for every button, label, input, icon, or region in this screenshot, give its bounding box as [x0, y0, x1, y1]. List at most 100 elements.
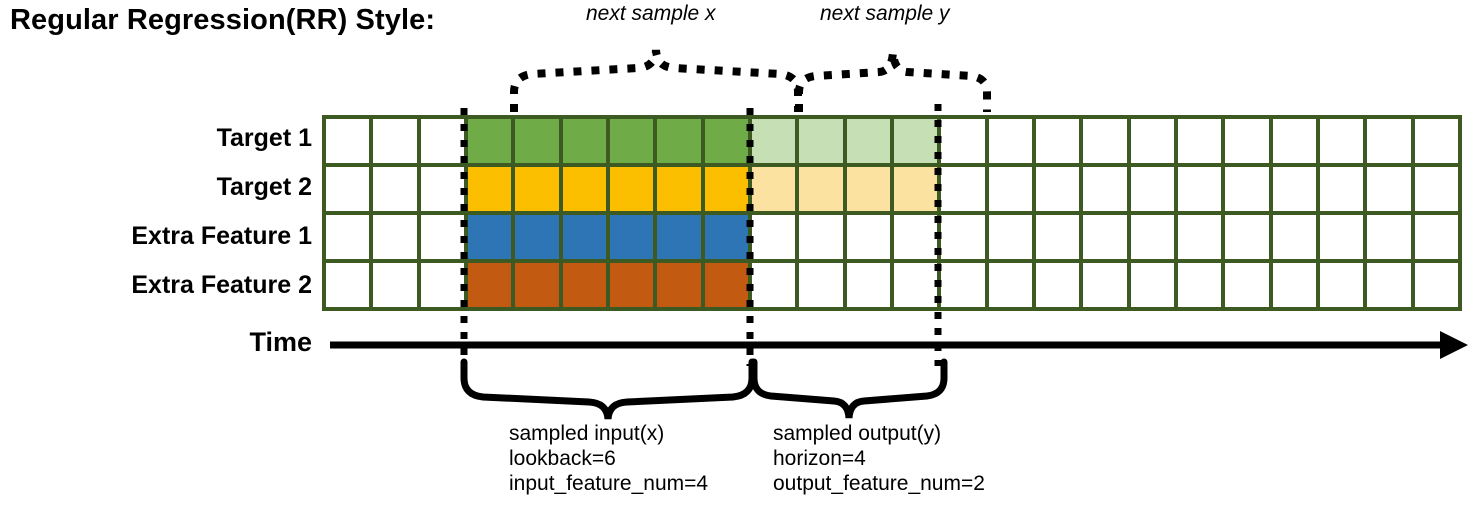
- grid-cell-r4-c16: [1035, 263, 1080, 307]
- grid-cell-r2-c23: [1367, 167, 1411, 211]
- grid-cell-r3-c12: [846, 215, 890, 259]
- grid-cell-r2-c10: [751, 167, 796, 211]
- grid-cell-r3-c14: [941, 215, 985, 259]
- grid-cell-r2-c12: [846, 167, 890, 211]
- row-label-extra-feature-1: Extra Feature 1: [131, 222, 312, 250]
- grid-cell-r3-c22: [1319, 215, 1364, 259]
- grid-cell-r1-c6: [562, 119, 606, 163]
- grid-cell-r4-c23: [1367, 263, 1411, 307]
- grid-cell-r4-c9: [704, 263, 748, 307]
- grid-cell-r2-c20: [1225, 167, 1269, 211]
- grid-cell-r3-c7: [609, 215, 654, 259]
- grid-cell-r2-c9: [704, 167, 748, 211]
- grid-cell-r3-c10: [751, 215, 796, 259]
- grid-cell-r2-c4: [467, 167, 512, 211]
- sampled-output-feature-num: output_feature_num=2: [773, 472, 985, 495]
- grid-cell-r4-c20: [1225, 263, 1269, 307]
- grid-cell-r4-c21: [1272, 263, 1316, 307]
- grid-cell-r2-c16: [1035, 167, 1080, 211]
- grid-cell-r1-c7: [609, 119, 654, 163]
- sampled-output-title: sampled output(y): [773, 422, 942, 445]
- grid-cell-r4-c3: [420, 263, 464, 307]
- grid-cell-r2-c19: [1177, 167, 1222, 211]
- row-label-target-2: Target 2: [216, 173, 312, 201]
- sampled-input-annotation: sampled input(x) lookback=6 input_featur…: [509, 421, 708, 496]
- timeline-grid: [322, 115, 1462, 311]
- grid-cell-r3-c3: [420, 215, 464, 259]
- grid-cell-r1-c23: [1367, 119, 1411, 163]
- sampled-output-horizon: horizon=4: [773, 447, 866, 470]
- grid-cell-r3-c24: [1414, 215, 1458, 259]
- grid-cell-r3-c5: [515, 215, 559, 259]
- grid-cell-r1-c18: [1130, 119, 1174, 163]
- grid-cell-r1-c17: [1083, 119, 1127, 163]
- sampled-output-annotation: sampled output(y) horizon=4 output_featu…: [773, 421, 985, 496]
- grid-cell-r3-c17: [1083, 215, 1127, 259]
- row-label-extra-feature-2: Extra Feature 2: [131, 271, 312, 299]
- grid-cell-r3-c16: [1035, 215, 1080, 259]
- grid-cell-r4-c14: [941, 263, 985, 307]
- grid-cell-r4-c2: [373, 263, 417, 307]
- grid-cell-r1-c15: [988, 119, 1032, 163]
- grid-cell-r1-c9: [704, 119, 748, 163]
- grid-cell-r4-c13: [893, 263, 938, 307]
- grid-cell-r2-c7: [609, 167, 654, 211]
- grid-cell-r3-c18: [1130, 215, 1174, 259]
- grid-cell-r1-c24: [1414, 119, 1458, 163]
- label-next-sample-y: next sample y: [820, 2, 950, 25]
- brace-sampled-input: [460, 358, 756, 420]
- grid-cell-r2-c1: [326, 167, 370, 211]
- grid-cell-r4-c24: [1414, 263, 1458, 307]
- grid-cell-r1-c19: [1177, 119, 1222, 163]
- grid-cell-r4-c1: [326, 263, 370, 307]
- grid-cell-r1-c4: [467, 119, 512, 163]
- grid-cell-r2-c13: [893, 167, 938, 211]
- grid-cell-r2-c24: [1414, 167, 1458, 211]
- grid-cell-r2-c15: [988, 167, 1032, 211]
- grid-cell-r1-c16: [1035, 119, 1080, 163]
- grid-cell-r3-c23: [1367, 215, 1411, 259]
- row-label-column: Target 1 Target 2 Extra Feature 1 Extra …: [0, 115, 312, 311]
- grid-cell-r1-c10: [751, 119, 796, 163]
- sampled-input-lookback: lookback=6: [509, 447, 616, 470]
- grid-cell-r3-c20: [1225, 215, 1269, 259]
- grid-cell-r1-c22: [1319, 119, 1364, 163]
- grid-cell-r4-c15: [988, 263, 1032, 307]
- grid-cell-r3-c19: [1177, 215, 1222, 259]
- guide-lines: [460, 104, 942, 366]
- grid-cell-r3-c4: [467, 215, 512, 259]
- page-title: Regular Regression(RR) Style:: [10, 4, 436, 36]
- grid-cell-r2-c2: [373, 167, 417, 211]
- sampled-input-feature-num: input_feature_num=4: [509, 472, 709, 495]
- grid-cell-r1-c21: [1272, 119, 1316, 163]
- grid-cell-r2-c17: [1083, 167, 1127, 211]
- grid-cell-r1-c3: [420, 119, 464, 163]
- grid-cell-r3-c9: [704, 215, 748, 259]
- grid-cell-r2-c6: [562, 167, 606, 211]
- time-axis-label: Time: [249, 327, 312, 357]
- grid-cell-r4-c17: [1083, 263, 1127, 307]
- grid-cell-r1-c1: [326, 119, 370, 163]
- grid-cell-r2-c5: [515, 167, 559, 211]
- grid-cell-r1-c2: [373, 119, 417, 163]
- grid-cell-r3-c1: [326, 215, 370, 259]
- grid-cell-r4-c11: [799, 263, 843, 307]
- grid-cell-r1-c11: [799, 119, 843, 163]
- grid-cell-r4-c12: [846, 263, 890, 307]
- sampled-input-title: sampled input(x): [509, 422, 665, 445]
- grid-cell-r1-c20: [1225, 119, 1269, 163]
- grid-cell-r3-c6: [562, 215, 606, 259]
- grid-cell-r1-c14: [941, 119, 985, 163]
- grid-cell-r2-c22: [1319, 167, 1364, 211]
- grid-cell-r3-c11: [799, 215, 843, 259]
- grid-cell-r4-c19: [1177, 263, 1222, 307]
- grid-cell-r4-c7: [609, 263, 654, 307]
- grid-cell-r2-c18: [1130, 167, 1174, 211]
- grid-cell-r2-c14: [941, 167, 985, 211]
- grid-cell-r3-c21: [1272, 215, 1316, 259]
- time-axis-arrow: [330, 331, 1468, 359]
- grid-cell-r4-c5: [515, 263, 559, 307]
- grid-cell-r2-c11: [799, 167, 843, 211]
- grid-cell-r4-c22: [1319, 263, 1364, 307]
